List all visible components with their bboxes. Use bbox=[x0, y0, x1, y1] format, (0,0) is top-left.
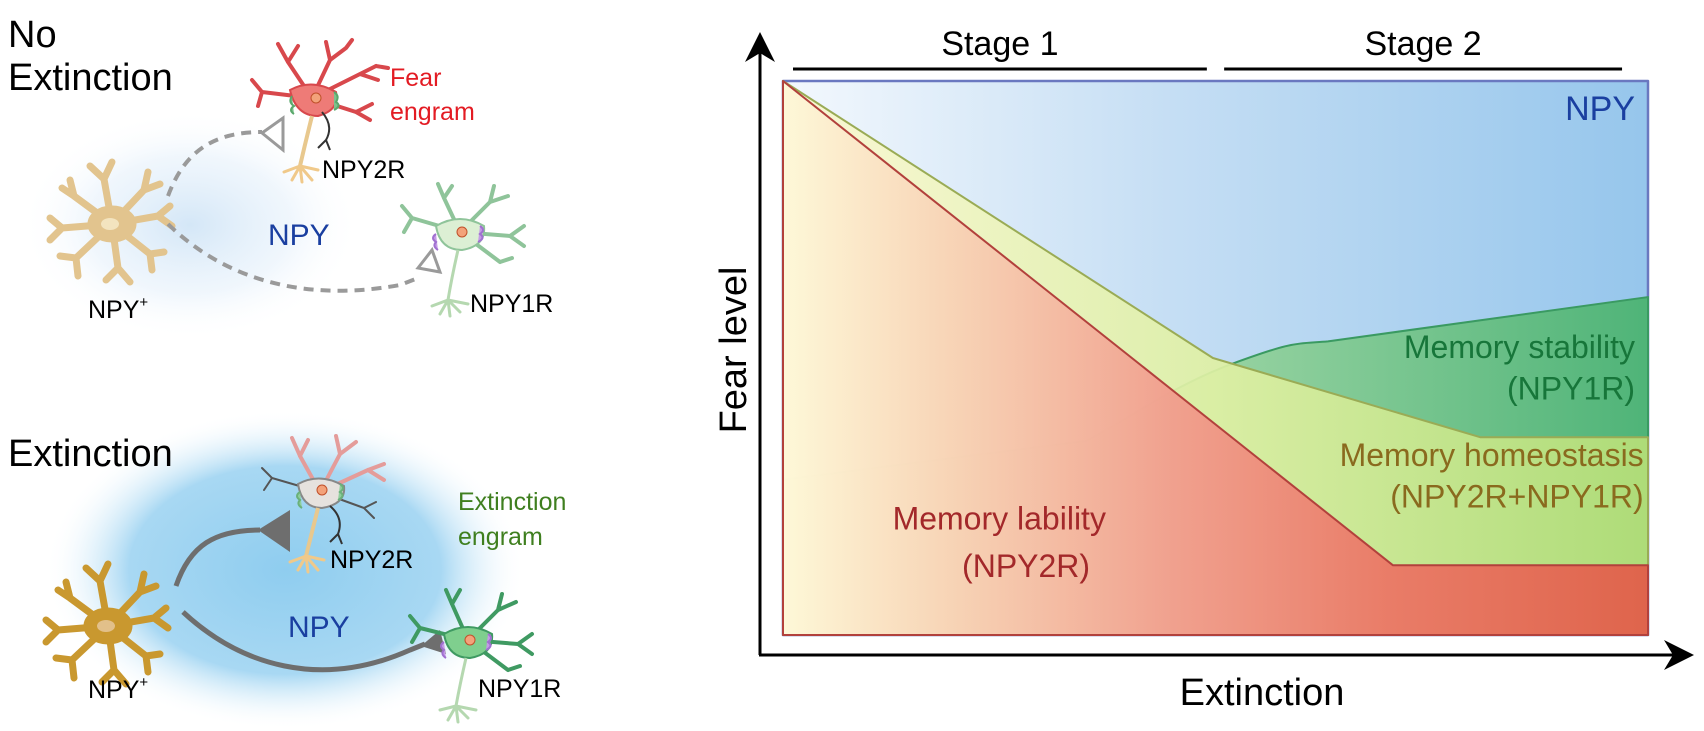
fear-engram-label-line2: engram bbox=[390, 98, 475, 126]
synapse-triangle-npy2r-icon bbox=[259, 115, 285, 154]
synapse-triangle-npy1r-icon bbox=[415, 246, 443, 274]
label-memory-lability-line1: Memory lability bbox=[893, 501, 1106, 537]
label-npy-line1: NPY bbox=[1565, 90, 1635, 128]
extinction-engram-label-line2: engram bbox=[458, 523, 543, 551]
stage-2-label: Stage 2 bbox=[1364, 25, 1481, 63]
npy-positive-label-top: NPY+ bbox=[88, 294, 148, 324]
npy-transmitter-label-top: NPY bbox=[268, 219, 330, 252]
synapse-triangle-npy2r-active-icon bbox=[258, 510, 290, 552]
chart-areas bbox=[781, 79, 1650, 637]
chart-region-labels: NPY Memory stability (NPY1R) Memory homeost… bbox=[893, 90, 1644, 584]
extinction-engram-label-line1: Extinction bbox=[458, 488, 566, 516]
projection-to-npy2r-solid bbox=[173, 527, 261, 587]
label-memory-lability-line2: (NPY2R) bbox=[962, 548, 1090, 584]
npy-positive-label-bottom: NPY+ bbox=[88, 674, 148, 704]
synapse-triangle-npy1r-active-icon bbox=[421, 630, 446, 654]
x-axis-label: Extinction bbox=[1180, 672, 1345, 714]
label-memory-homeostasis-line2: (NPY2R+NPY1R) bbox=[1390, 479, 1643, 515]
extinction-panel: Extinction bbox=[8, 410, 566, 730]
area-memory-lability bbox=[782, 80, 1649, 636]
label-memory-stability-line1: Memory stability bbox=[1404, 329, 1635, 365]
npy1r-label-top: NPY1R bbox=[470, 290, 553, 318]
npy1r-extinction-engram-neuron-icon bbox=[408, 588, 534, 724]
npy2r-label-top: NPY2R bbox=[322, 156, 405, 184]
npy-positive-neuron-icon bbox=[50, 162, 172, 282]
no-extinction-title-line2: Extinction bbox=[8, 57, 173, 99]
extinction-title: Extinction bbox=[8, 433, 173, 475]
fear-engram-label-line1: Fear bbox=[390, 64, 441, 92]
projection-to-npy2r-dashed bbox=[166, 130, 263, 197]
npy2r-fear-engram-neuron-icon bbox=[250, 38, 390, 184]
npy2r-label-bottom: NPY2R bbox=[330, 546, 413, 574]
stage-1-label: Stage 1 bbox=[941, 25, 1058, 63]
label-memory-homeostasis-line1: Memory homeostasis bbox=[1340, 437, 1644, 473]
no-extinction-panel: No Extinction bbox=[8, 14, 553, 340]
no-extinction-title-line1: No bbox=[8, 14, 57, 56]
npy2r-neuron-faded-icon bbox=[261, 434, 386, 574]
stage-markers: Stage 1 Stage 2 bbox=[793, 25, 1623, 71]
npy-positive-neuron-active-icon bbox=[46, 564, 168, 684]
npy1r-label-bottom: NPY1R bbox=[478, 675, 561, 703]
npy-transmitter-label-bottom: NPY bbox=[288, 611, 350, 644]
fear-level-chart: NPY Memory stability (NPY1R) Memory homeost… bbox=[713, 25, 1694, 714]
npy1r-neuron-faded-icon bbox=[400, 182, 526, 318]
y-axis-label: Fear level bbox=[713, 267, 755, 434]
label-memory-stability-line2: (NPY1R) bbox=[1507, 371, 1635, 407]
projection-to-npy1r-dashed bbox=[166, 222, 419, 293]
projection-to-npy1r-solid bbox=[181, 610, 426, 673]
